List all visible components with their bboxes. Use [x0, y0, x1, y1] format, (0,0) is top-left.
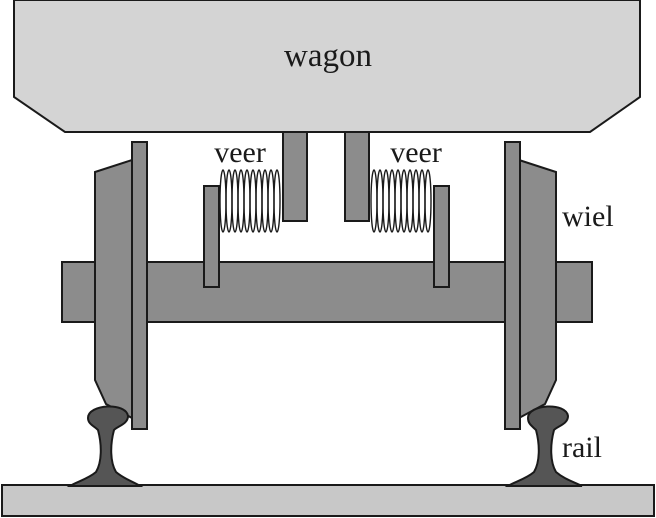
spring-left-label: veer	[214, 136, 266, 169]
spring-right	[370, 169, 432, 233]
wheel-right	[518, 158, 557, 420]
spring-seat-right	[433, 185, 450, 288]
rail-label: rail	[562, 431, 602, 464]
axle	[61, 261, 593, 323]
wheel-left	[94, 158, 133, 420]
wheel-flange-right	[504, 141, 521, 430]
wheel-flange-left	[131, 141, 148, 430]
rail-right	[504, 405, 583, 487]
rail-left	[66, 405, 144, 487]
wagon-hanger-right	[344, 131, 370, 222]
wagon-hanger-left	[282, 131, 308, 222]
wheel-label: wiel	[562, 200, 614, 233]
spring-right-label: veer	[390, 136, 442, 169]
wagon-body	[13, 0, 641, 133]
spring-left	[219, 169, 281, 233]
wagon-label: wagon	[284, 38, 372, 74]
ground-slab	[1, 484, 655, 517]
spring-seat-left	[203, 185, 220, 288]
